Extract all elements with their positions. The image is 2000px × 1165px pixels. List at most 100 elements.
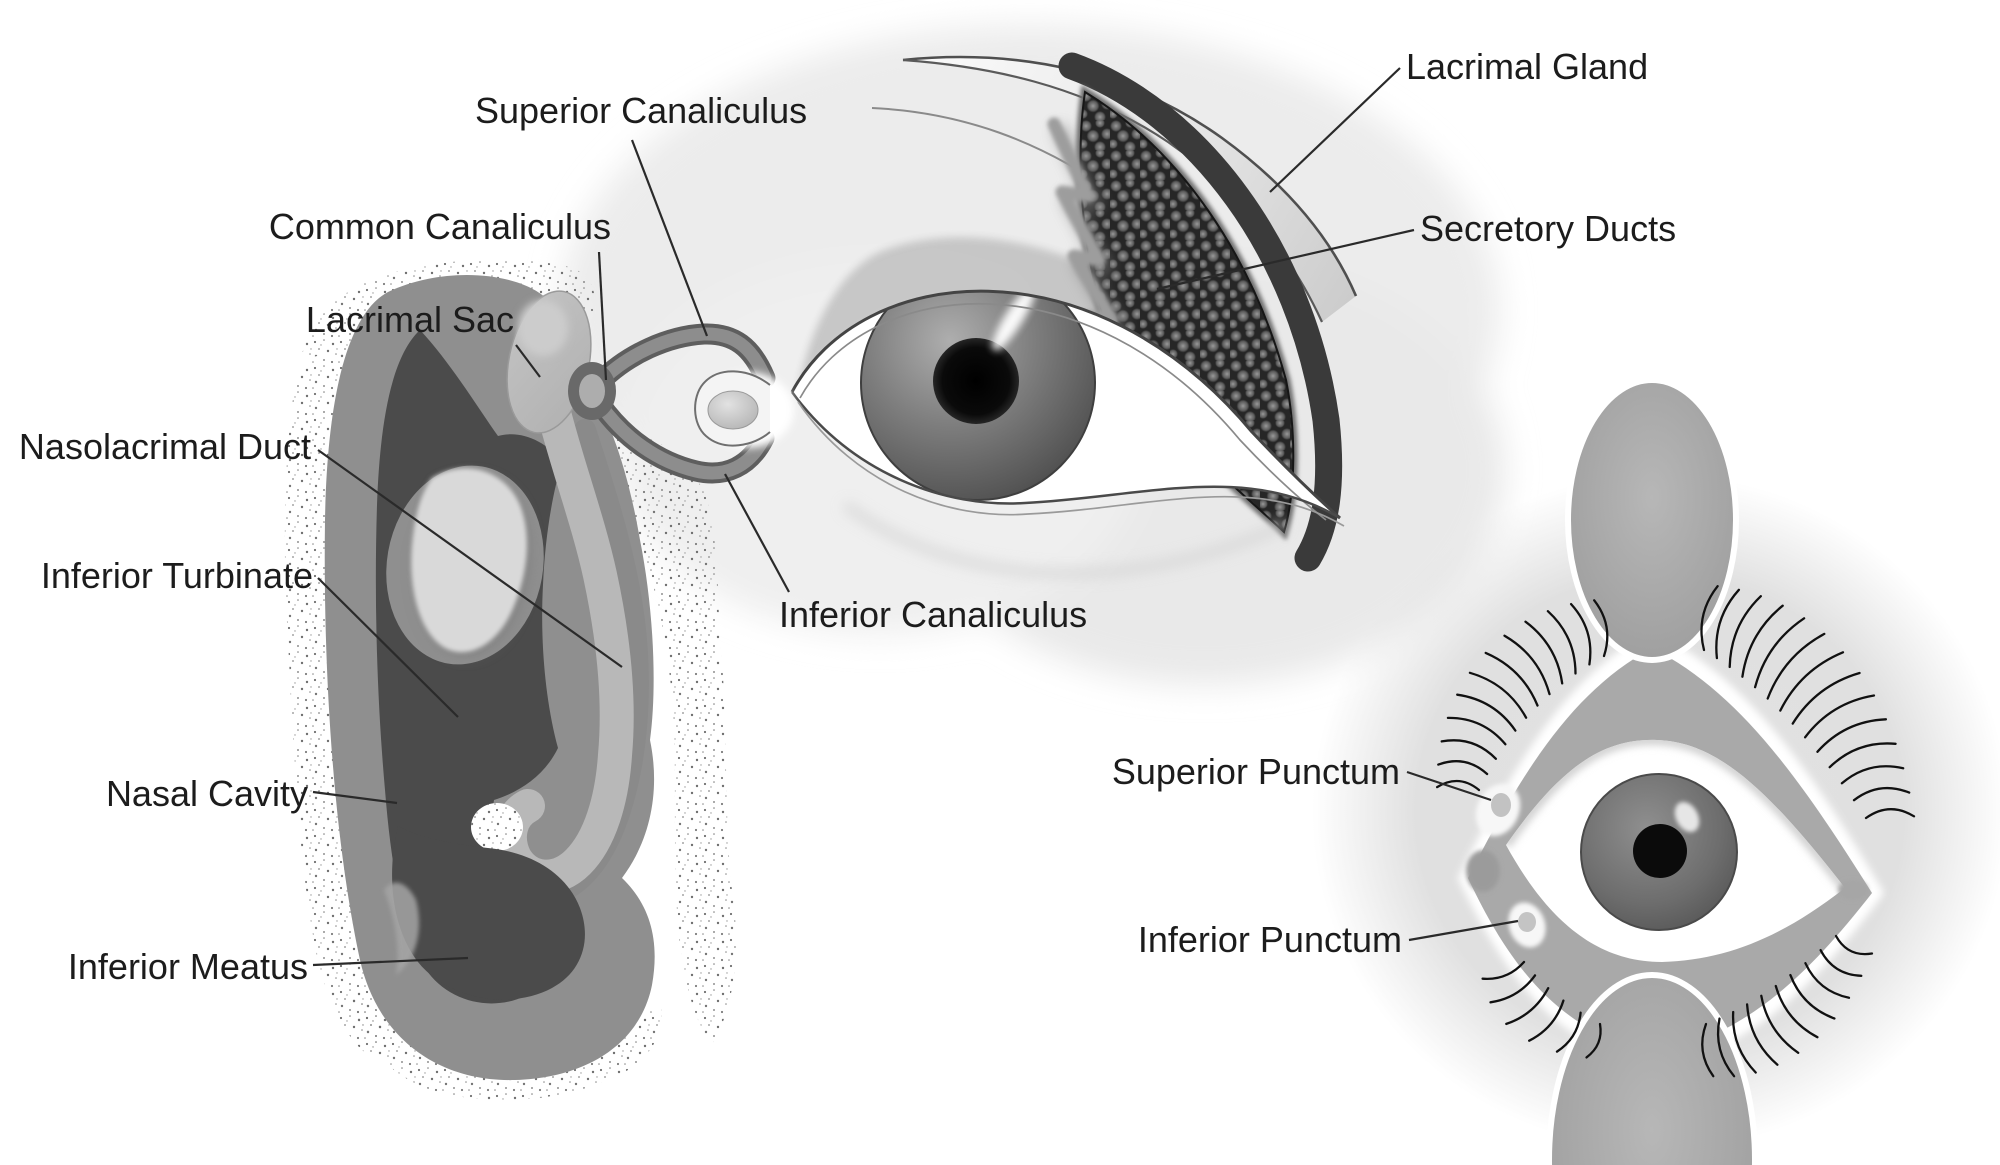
eyelash-stroke bbox=[1728, 595, 1762, 669]
label-nasolacrimal-duct: Nasolacrimal Duct bbox=[18, 426, 311, 467]
leader-lacrimal-gland bbox=[1269, 67, 1401, 193]
caruncle-shape bbox=[707, 390, 759, 430]
leader-superior-punctum bbox=[1406, 770, 1492, 802]
leader-inferior-punctum bbox=[1408, 919, 1519, 942]
eyeshadow-crescent bbox=[798, 237, 1250, 432]
small-iris-pupil-group bbox=[1506, 739, 1845, 931]
eyelash-stroke bbox=[1585, 1022, 1602, 1059]
eyelash-stroke bbox=[1834, 934, 1874, 956]
leader-inferior-canaliculus bbox=[724, 473, 790, 593]
pupil-shape bbox=[933, 338, 1019, 424]
eyelash-stroke bbox=[1816, 718, 1888, 753]
lateral-corner-blob bbox=[1838, 880, 1868, 900]
eyelash-stroke bbox=[1468, 671, 1528, 719]
leader-superior-canaliculus bbox=[630, 139, 709, 337]
eyelash-stroke bbox=[1484, 651, 1539, 707]
inferior-punctum-shape bbox=[1518, 912, 1536, 932]
superior-canaliculus-core bbox=[593, 327, 772, 389]
leader-lines bbox=[312, 67, 1519, 967]
eyelash-stroke bbox=[1489, 974, 1537, 1004]
small-eye-illustration bbox=[1312, 377, 2000, 1165]
leader-nasolacrimal-duct bbox=[317, 449, 623, 668]
eyelash-stroke bbox=[1528, 999, 1565, 1042]
small-caruncle-shape bbox=[1466, 850, 1500, 892]
leader-lacrimal-sac bbox=[515, 344, 541, 378]
label-common-canaliculus: Common Canaliculus bbox=[268, 206, 611, 247]
turbinate-teardrop-shape bbox=[411, 468, 527, 653]
eyelash-stroke bbox=[1446, 716, 1507, 746]
eyelash-stroke bbox=[1766, 632, 1826, 700]
meatus-stipple-gap-dots bbox=[471, 803, 523, 851]
inferior-canaliculus-core bbox=[593, 397, 771, 480]
eyelash-stroke bbox=[1700, 585, 1719, 652]
eyelash-stroke bbox=[1440, 739, 1498, 760]
label-secretory-ducts: Secretory Ducts bbox=[1420, 208, 1677, 249]
superior-punctum-group bbox=[1475, 783, 1521, 837]
eyelash-stroke bbox=[1779, 651, 1845, 712]
eyelashes-group bbox=[1435, 585, 1916, 1078]
eyelash-stroke bbox=[1789, 973, 1836, 1020]
lower-eyelid-line bbox=[790, 391, 1341, 520]
eyelash-stroke bbox=[1593, 599, 1609, 658]
eyelash-stroke bbox=[1828, 742, 1897, 769]
eyelash-stroke bbox=[1481, 960, 1526, 981]
label-lacrimal-sac: Lacrimal Sac bbox=[305, 299, 514, 340]
eyelash-stroke bbox=[1760, 994, 1800, 1054]
canaliculi-group bbox=[568, 323, 776, 484]
lower-eyelid-outer-line bbox=[797, 401, 1345, 527]
eyelash-stroke bbox=[1569, 602, 1592, 666]
eyelash-stroke bbox=[1774, 984, 1819, 1039]
label-inferior-meatus: Inferior Meatus bbox=[67, 946, 308, 987]
label-nasal-cavity: Nasal Cavity bbox=[105, 773, 308, 814]
inferior-punctum-group bbox=[1508, 902, 1546, 948]
label-superior-punctum: Superior Punctum bbox=[1111, 751, 1400, 792]
eyelash-stroke bbox=[1852, 786, 1911, 802]
large-eye-features bbox=[568, 52, 1358, 578]
leader-inferior-meatus bbox=[312, 956, 469, 967]
eyelash-stroke bbox=[1435, 779, 1481, 792]
eyelash-stroke bbox=[1701, 1022, 1715, 1078]
eyelash-stroke bbox=[1555, 1011, 1582, 1053]
label-inferior-punctum: Inferior Punctum bbox=[1137, 919, 1402, 960]
common-canaliculus-opening bbox=[579, 374, 605, 408]
eyelash-stroke bbox=[1524, 620, 1564, 685]
eyelash-stroke bbox=[1791, 671, 1861, 725]
label-inferior-turbinate: Inferior Turbinate bbox=[40, 555, 313, 596]
upper-finger-shape bbox=[1565, 377, 1739, 663]
iris-highlight bbox=[992, 291, 1036, 351]
small-iris-highlight bbox=[1674, 801, 1700, 833]
eyelash-stroke bbox=[1803, 694, 1876, 739]
label-inferior-canaliculus: Inferior Canaliculus bbox=[779, 594, 1088, 635]
label-lacrimal-gland: Lacrimal Gland bbox=[1406, 46, 1649, 87]
under-eye-crease bbox=[842, 501, 1287, 578]
inferior-meatus-shape bbox=[392, 826, 585, 1000]
eyelash-stroke bbox=[1456, 693, 1517, 732]
eyelash-stroke bbox=[1840, 765, 1905, 785]
upper-eyelid-inner-line bbox=[799, 302, 1327, 521]
nasal-cavity-illustration bbox=[284, 259, 736, 1100]
leader-inferior-turbinate bbox=[317, 577, 459, 718]
eyelash-stroke bbox=[1546, 610, 1577, 675]
eyelash-stroke bbox=[1731, 1010, 1757, 1074]
eyelash-stroke bbox=[1437, 760, 1489, 776]
label-superior-canaliculus: Superior Canaliculus bbox=[475, 90, 808, 131]
eyelash-stroke bbox=[1503, 634, 1551, 696]
meatus-inner-highlight bbox=[384, 882, 420, 975]
superior-punctum-shape bbox=[1491, 793, 1511, 817]
small-pupil-shape bbox=[1633, 824, 1687, 878]
leader-secretory-ducts bbox=[1156, 228, 1415, 291]
iris-pupil-group bbox=[860, 291, 1096, 501]
eyelash-stroke bbox=[1819, 948, 1863, 977]
leader-common-canaliculus bbox=[597, 251, 608, 381]
eyelash-stroke bbox=[1715, 588, 1741, 660]
eyelash-stroke bbox=[1741, 604, 1784, 678]
eyelash-stroke bbox=[1804, 962, 1851, 999]
inner-corner-group bbox=[694, 370, 794, 448]
eyelash-stroke bbox=[1864, 808, 1916, 820]
leader-nasal-cavity bbox=[312, 790, 398, 805]
eyelash-stroke bbox=[1505, 987, 1550, 1026]
eyelash-stroke bbox=[1745, 1003, 1779, 1066]
upper-eyelid-line bbox=[790, 289, 1341, 520]
